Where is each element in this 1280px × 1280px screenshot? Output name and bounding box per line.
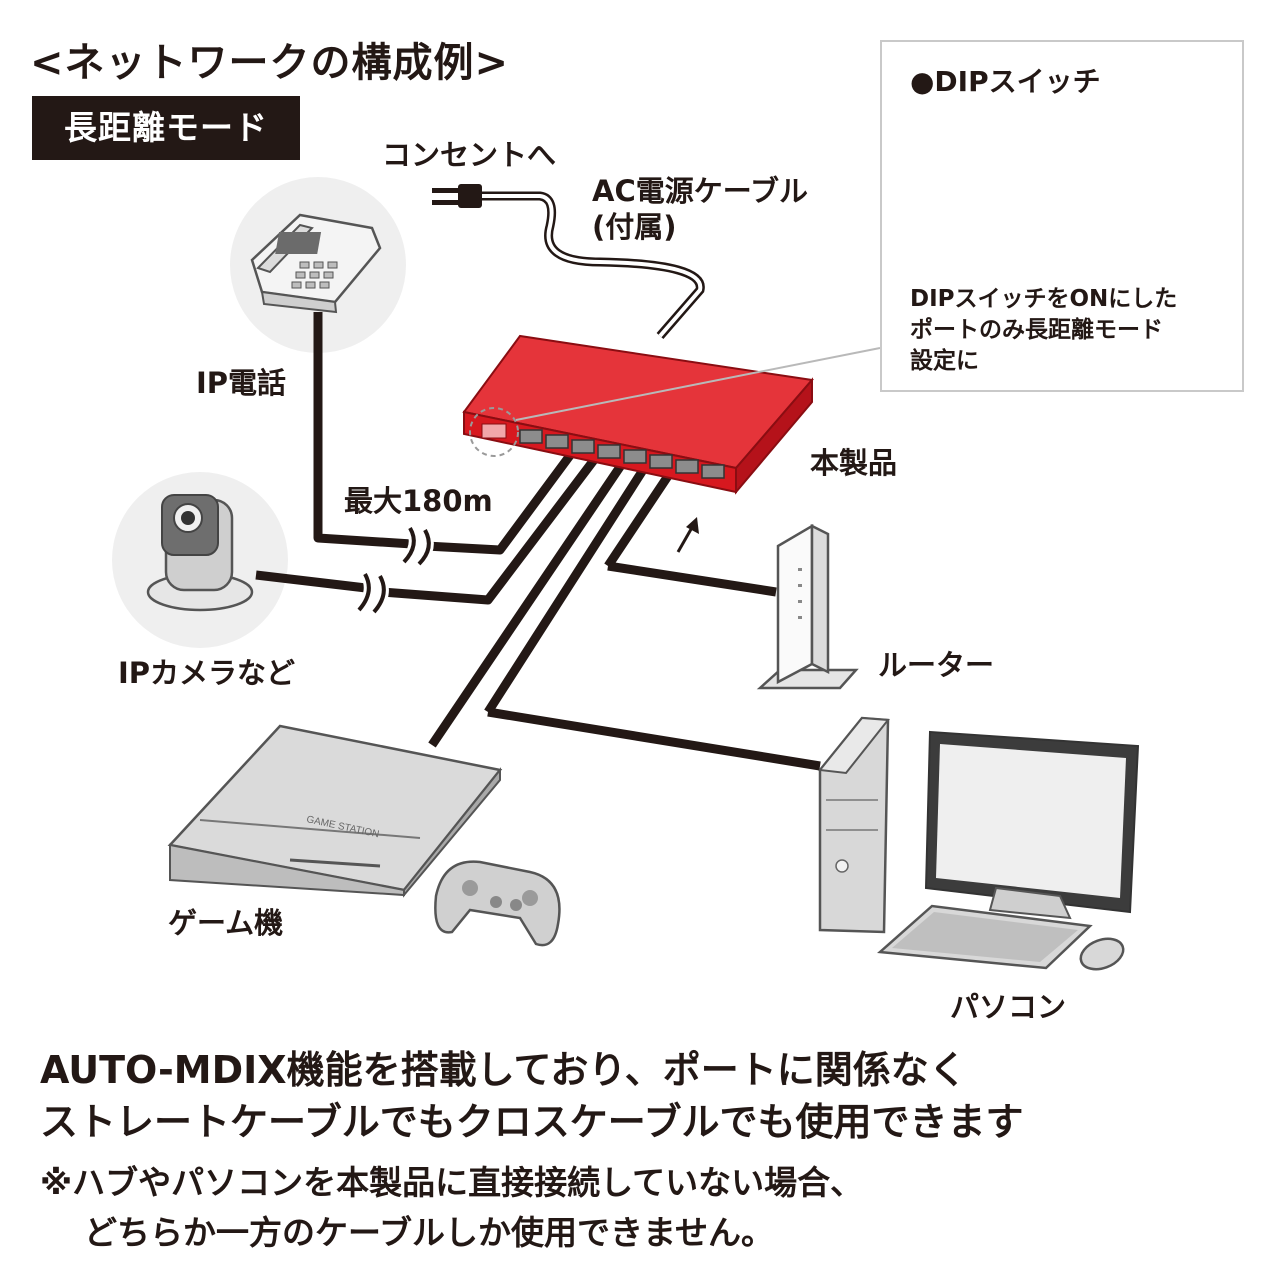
cable-break-marks — [355, 525, 434, 616]
page-title: <ネットワークの構成例> — [30, 40, 510, 86]
gamepad-icon — [434, 860, 561, 947]
description-line: AUTO-MDIX機能を搭載しており、ポートに関係なく — [40, 1048, 967, 1092]
ethernet-cables — [255, 312, 821, 771]
dip-note-line: DIPスイッチをONにした — [910, 286, 1178, 312]
router-label: ルーター — [878, 648, 995, 682]
dip-switch-title: ●DIPスイッチ — [910, 65, 1101, 98]
network-switch — [462, 334, 881, 495]
arrow-icon — [676, 517, 699, 553]
pc-tower-device — [818, 716, 890, 934]
pc-label: パソコン — [950, 990, 1067, 1024]
ac-power-cable — [480, 191, 705, 339]
max-distance-label: 最大180m — [344, 484, 493, 518]
ac-cable-label: AC電源ケーブル — [592, 174, 808, 208]
router-device — [756, 523, 859, 690]
keyboard-device — [877, 904, 1093, 970]
outlet-label: コンセントへ — [382, 138, 557, 172]
ip-phone-label: IP電話 — [196, 366, 287, 400]
ip-camera-device — [112, 472, 288, 648]
ip-camera-label: IPカメラなど — [118, 656, 296, 690]
ac-cable-accessory-label: (付属) — [592, 210, 677, 244]
footnote-line: ※ハブやパソコンを本製品に直接接続していない場合、 — [40, 1163, 864, 1202]
this-product-label: 本製品 — [810, 446, 898, 480]
plug-icon — [432, 184, 482, 208]
dip-switch-note: DIPスイッチをONにした ポートのみ長距離モード 設定に — [910, 284, 1177, 377]
game-console-device: GAME STATION — [167, 724, 503, 898]
auto-mdix-description: AUTO-MDIX機能を搭載しており、ポートに関係なく ストレートケーブルでもク… — [40, 1044, 1023, 1148]
description-line: ストレートケーブルでもクロスケーブルでも使用できます — [40, 1100, 1024, 1144]
footnote: ※ハブやパソコンを本製品に直接接続していない場合、 どちらか一方のケーブルしか使… — [40, 1158, 863, 1258]
mode-badge: 長距離モード — [32, 96, 300, 160]
dip-note-line: 設定に — [910, 348, 979, 374]
dip-switch-callout: ●DIPスイッチ DIPスイッチをONにした ポートのみ長距離モード 設定に — [880, 40, 1244, 392]
dip-note-line: ポートのみ長距離モード — [910, 317, 1163, 343]
game-console-label: ゲーム機 — [168, 906, 284, 940]
ip-phone-device — [230, 177, 406, 353]
mouse-device — [1079, 937, 1125, 971]
monitor-device — [924, 730, 1140, 920]
footnote-line: どちらか一方のケーブルしか使用できません。 — [84, 1213, 775, 1252]
